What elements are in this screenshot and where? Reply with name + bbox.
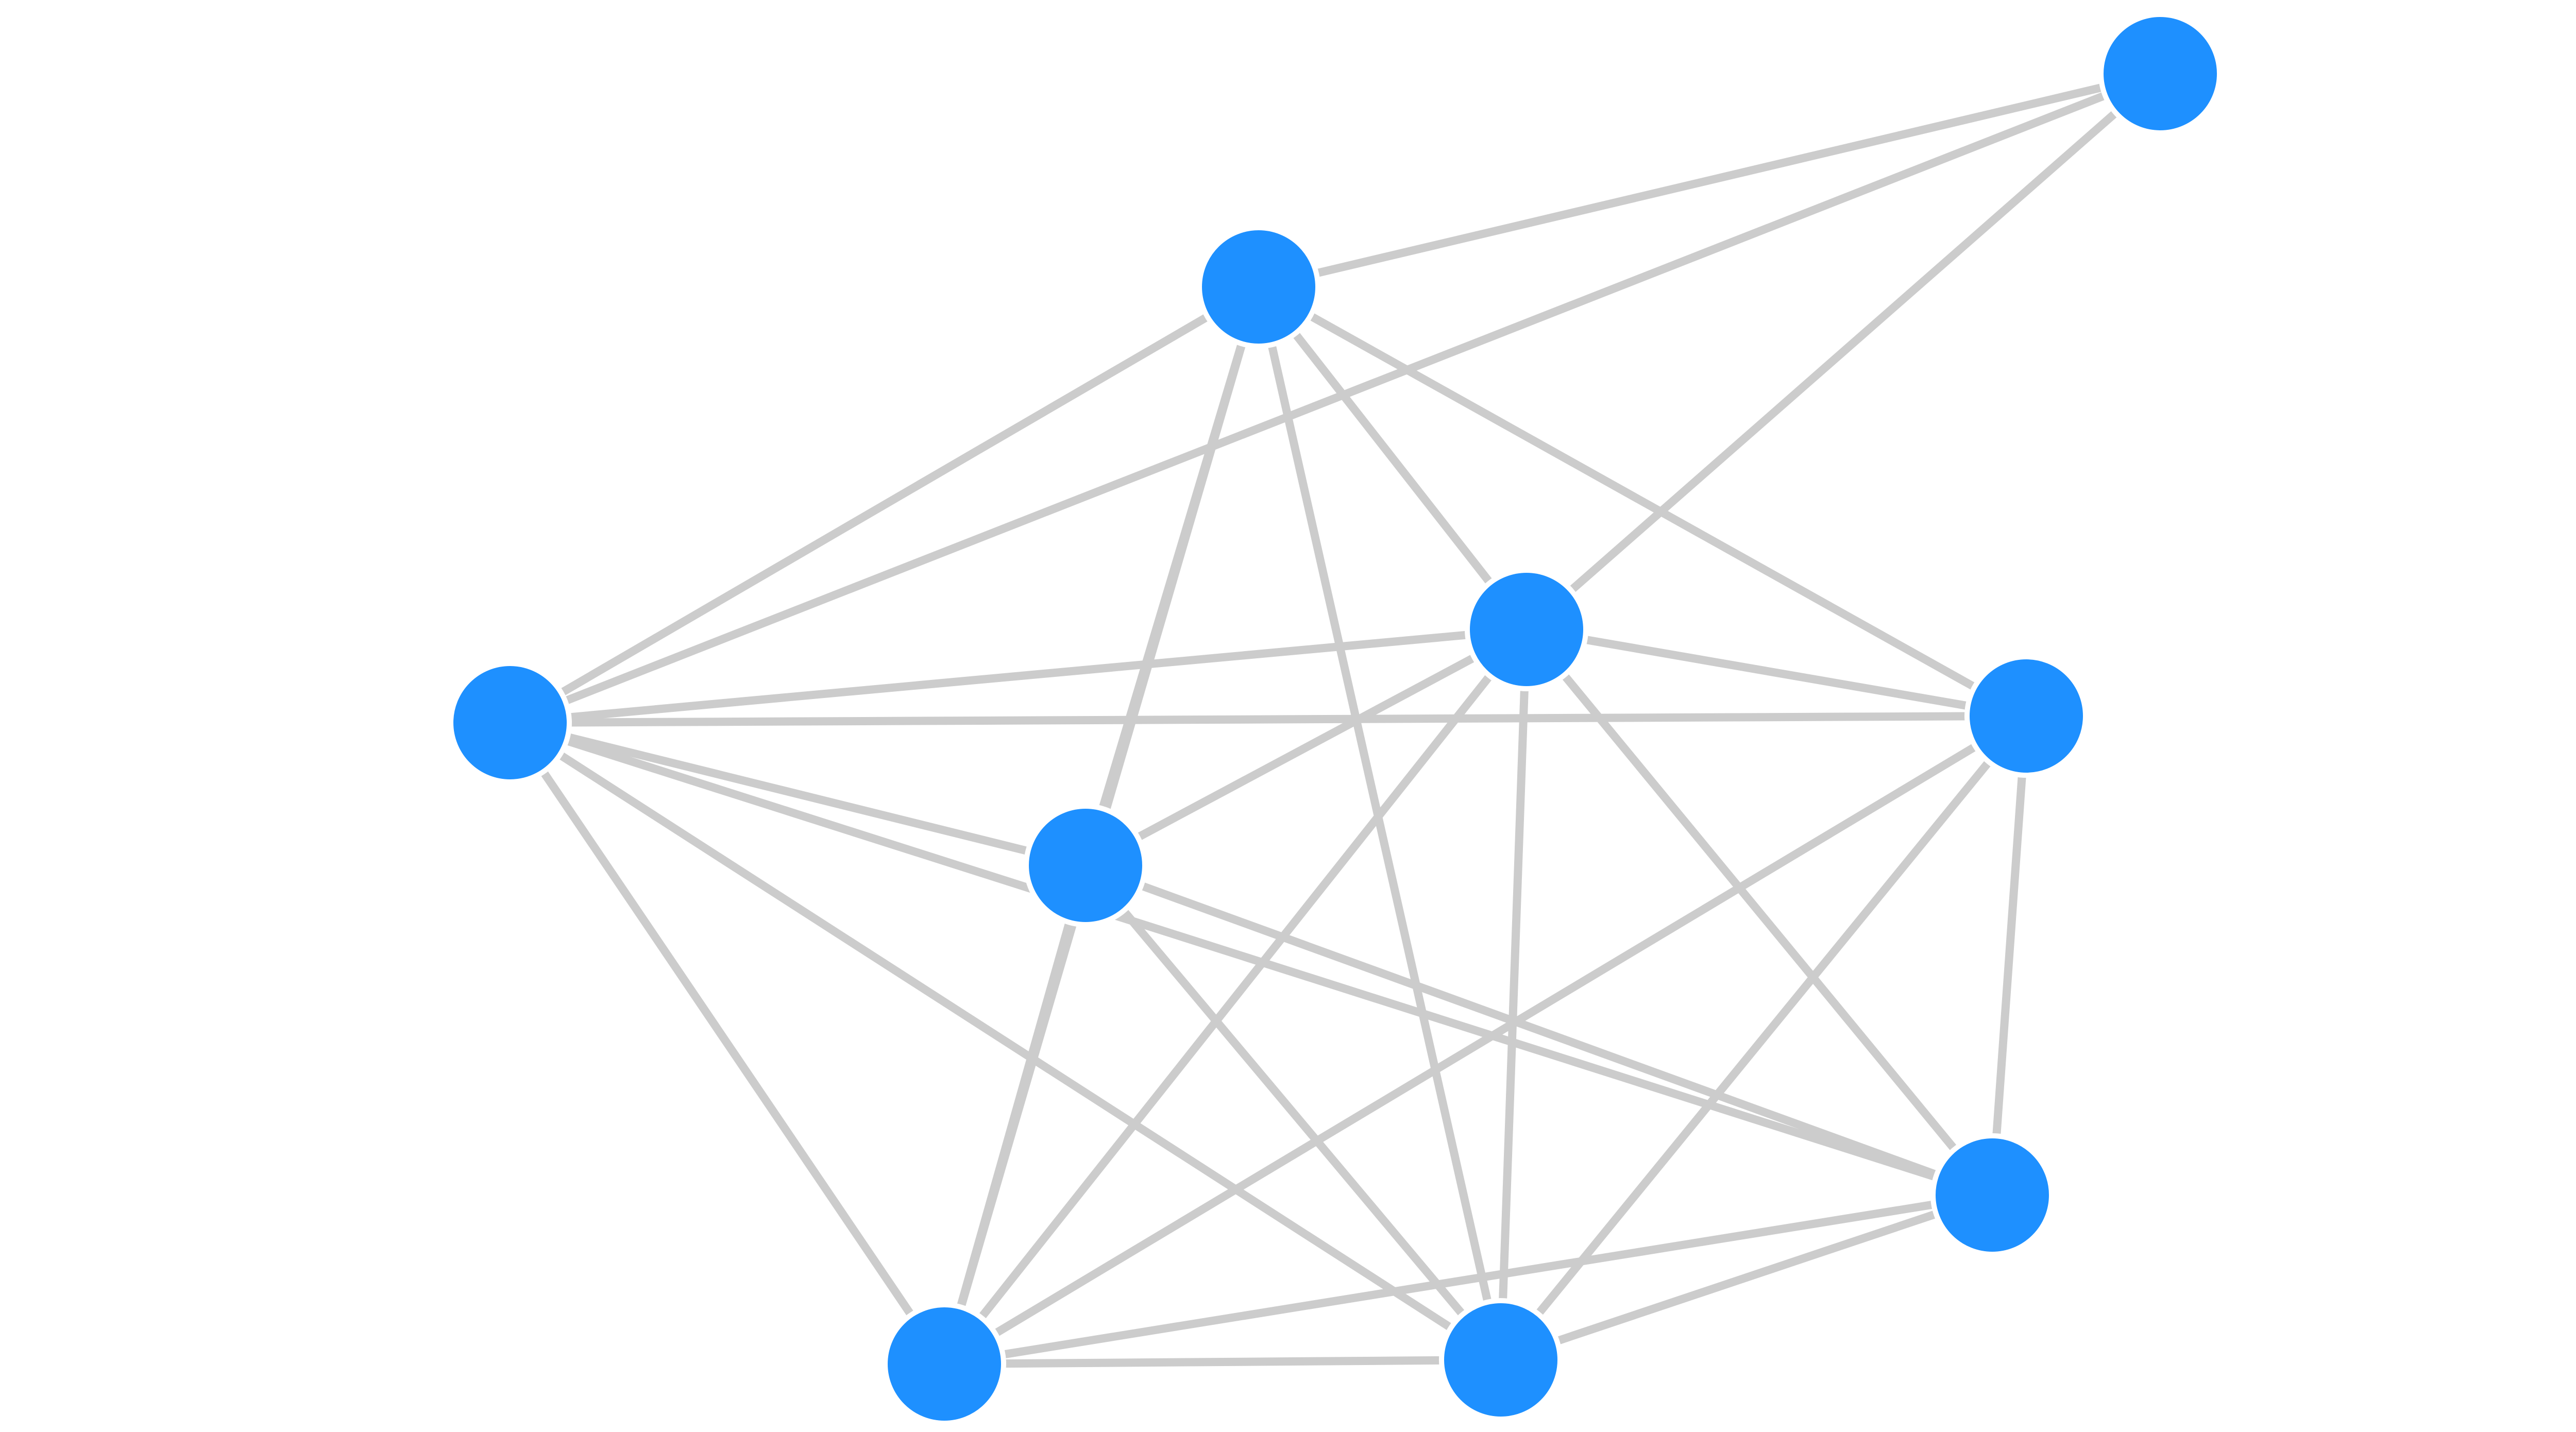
graph-edge — [1522, 625, 1996, 1199]
graph-node — [2098, 12, 2222, 135]
graph-edge — [1497, 712, 2030, 1364]
graph-node — [1024, 804, 1147, 927]
edges-layer — [506, 70, 2164, 1368]
graph-edge — [1081, 625, 1531, 870]
graph-edge — [506, 712, 2030, 727]
graph-node — [448, 661, 572, 785]
graph-edge — [506, 719, 1505, 1364]
nodes-layer — [448, 12, 2222, 1426]
graph-edge — [1081, 861, 1996, 1199]
graph-edge — [940, 1191, 1996, 1368]
graph-edge — [1988, 712, 2030, 1199]
graph-node — [1197, 225, 1320, 349]
graph-edge — [940, 1356, 1505, 1368]
graph-edge — [506, 70, 2164, 727]
graph-edge — [1255, 283, 2030, 720]
graph-edge — [940, 861, 1090, 1368]
graph-edge — [1522, 70, 2164, 634]
graph-node — [883, 1302, 1006, 1426]
graph-edge — [506, 719, 1996, 1199]
graph-edge — [506, 283, 1263, 727]
graph-edge — [1497, 1191, 1996, 1364]
graph-node — [1930, 1133, 2054, 1257]
graph-edge — [1255, 283, 1531, 634]
graph-node — [1964, 654, 2088, 778]
graph-edge — [1081, 861, 1505, 1364]
graph-edge — [1255, 70, 2164, 291]
graph-edge — [506, 719, 948, 1368]
graph-node — [1439, 1298, 1563, 1422]
graph-edge — [1522, 625, 2030, 720]
graph-edge — [506, 625, 1531, 727]
graph-edge — [506, 719, 1090, 870]
graph-edge — [1497, 625, 1531, 1364]
graph-node — [1465, 568, 1588, 691]
graph-edge — [940, 625, 1531, 1368]
graph-edge — [940, 712, 2030, 1368]
graph-edge — [1255, 283, 1505, 1364]
